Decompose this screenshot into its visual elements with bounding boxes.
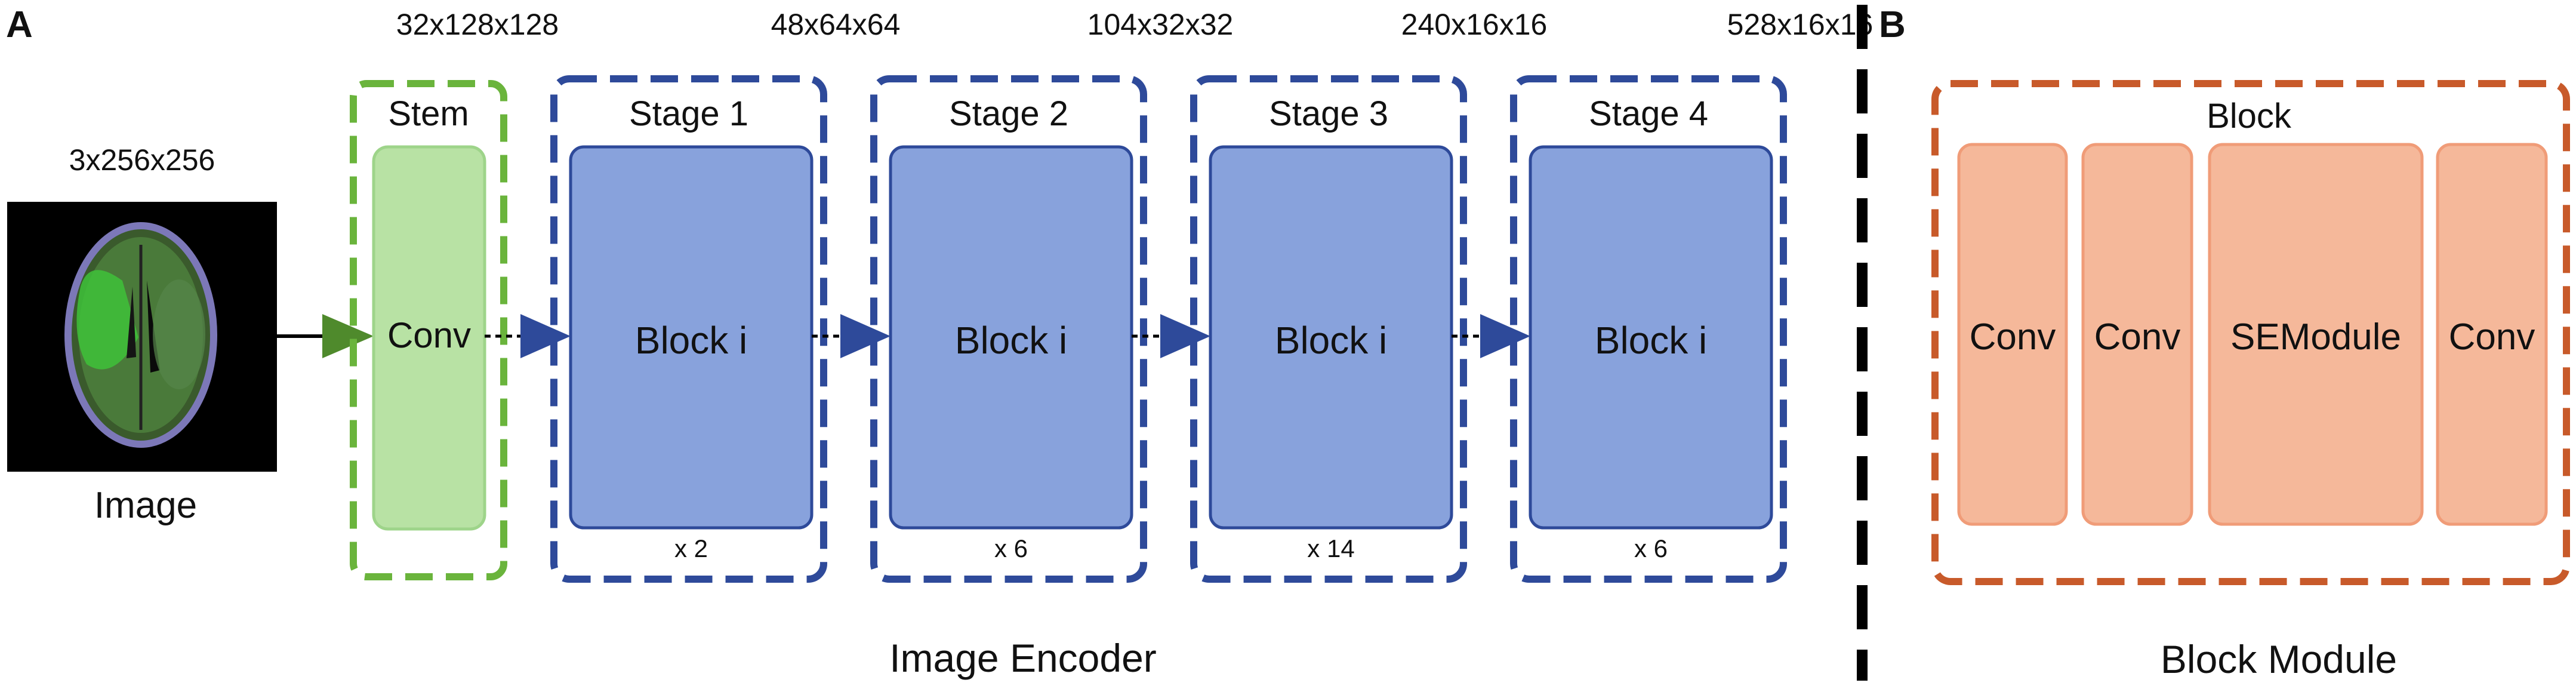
stem-group bbox=[350, 80, 507, 580]
stem-conv-block bbox=[372, 145, 486, 531]
block-layer-conv-3 bbox=[2436, 143, 2548, 526]
stage4-block-label: Block i bbox=[1595, 319, 1708, 362]
stage1-repeat: x 2 bbox=[674, 534, 708, 562]
block-module-caption: Block Module bbox=[2161, 637, 2397, 681]
panel-a-label: A bbox=[6, 4, 33, 45]
arrow-into-stage3 bbox=[1160, 314, 1210, 358]
arrow-into-stage1 bbox=[520, 314, 571, 358]
block-layer-conv-2 bbox=[2081, 143, 2193, 526]
stage1-shape-label: 48x64x64 bbox=[771, 8, 901, 41]
block-layer-conv-1 bbox=[1957, 143, 2068, 526]
stage4-block bbox=[1529, 145, 1773, 530]
arrow-into-stage2 bbox=[840, 314, 890, 358]
stem-shape-label: 32x128x128 bbox=[396, 8, 559, 41]
stem-conv-label: Conv bbox=[387, 315, 471, 355]
stage2-shape-label: 104x32x32 bbox=[1087, 8, 1234, 41]
block-module-title: Block bbox=[2207, 97, 2292, 136]
stage1-title: Stage 1 bbox=[629, 94, 748, 133]
stage2-repeat: x 6 bbox=[994, 534, 1028, 562]
stage4-repeat: x 6 bbox=[1634, 534, 1668, 562]
stage1-group bbox=[550, 75, 827, 583]
stage3-group bbox=[1190, 75, 1467, 583]
stage4-group bbox=[1510, 75, 1787, 583]
stage4-shape-label: 528x16x16 bbox=[1727, 8, 1874, 41]
input-shape-label: 3x256x256 bbox=[69, 143, 215, 177]
stage3-shape-label: 240x16x16 bbox=[1401, 8, 1548, 41]
stage4-title: Stage 4 bbox=[1589, 94, 1708, 133]
arrow-into-stem bbox=[322, 314, 374, 358]
stem-title: Stem bbox=[388, 94, 469, 133]
encoder-caption: Image Encoder bbox=[889, 636, 1157, 680]
stage2-block-label: Block i bbox=[955, 319, 1068, 362]
stage3-title: Stage 3 bbox=[1269, 94, 1388, 133]
stage3-block-label: Block i bbox=[1275, 319, 1388, 362]
block-layer-conv-1-label: Conv bbox=[1970, 316, 2056, 358]
stage1-block-label: Block i bbox=[635, 319, 748, 362]
stage2-group bbox=[870, 75, 1147, 583]
block-layer-conv-2-label: Conv bbox=[2094, 316, 2181, 358]
panel-b-label: B bbox=[1879, 4, 1906, 45]
brain-mri-image bbox=[7, 202, 277, 472]
block-layer-conv-3-label: Conv bbox=[2449, 316, 2535, 358]
block-layer-semodule-label: SEModule bbox=[2230, 316, 2401, 358]
input-caption: Image bbox=[94, 485, 197, 526]
arrow-into-stage4 bbox=[1480, 314, 1530, 358]
block-layer-semodule bbox=[2208, 143, 2424, 526]
block-module-group bbox=[1931, 80, 2570, 585]
stage3-repeat: x 14 bbox=[1307, 534, 1354, 562]
stage2-title: Stage 2 bbox=[949, 94, 1068, 133]
